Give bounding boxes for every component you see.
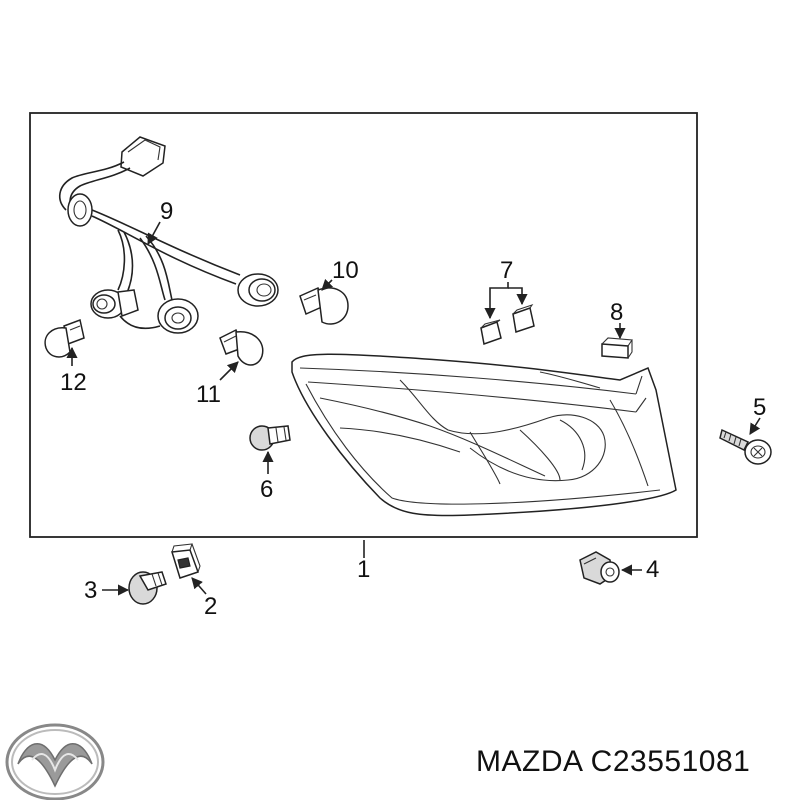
bulb-part-12[interactable] [44,318,85,358]
callout-2: 2 [204,593,217,620]
callout-7: 7 [500,257,513,284]
assembly-frame [29,112,698,538]
callout-12: 12 [60,369,87,396]
callout-8: 8 [610,299,623,326]
bulb-part-10[interactable] [299,286,349,325]
pad-part-8[interactable] [601,337,633,359]
screw-part-5[interactable] [719,428,772,465]
callout-4: 4 [646,556,659,583]
clip-part-3[interactable] [128,571,167,605]
part-number-caption: MAZDA C23551081 [476,745,751,778]
clip-part-6[interactable] [249,425,291,451]
bulb-part-11[interactable] [219,328,264,366]
callout-10: 10 [332,257,359,284]
callout-11: 11 [196,381,221,408]
callout-6: 6 [260,476,273,503]
callout-1: 1 [357,556,370,583]
clip-part-2[interactable] [171,543,201,579]
pad-part-7[interactable] [480,303,535,345]
callout-5: 5 [753,394,766,421]
callout-9: 9 [160,198,173,225]
clip-part-4[interactable] [579,551,620,585]
wiring-harness-part[interactable] [59,136,279,334]
callout-3: 3 [84,577,97,604]
tail-lamp-assembly-part[interactable] [291,353,677,517]
mazda-logo-icon [5,723,105,800]
